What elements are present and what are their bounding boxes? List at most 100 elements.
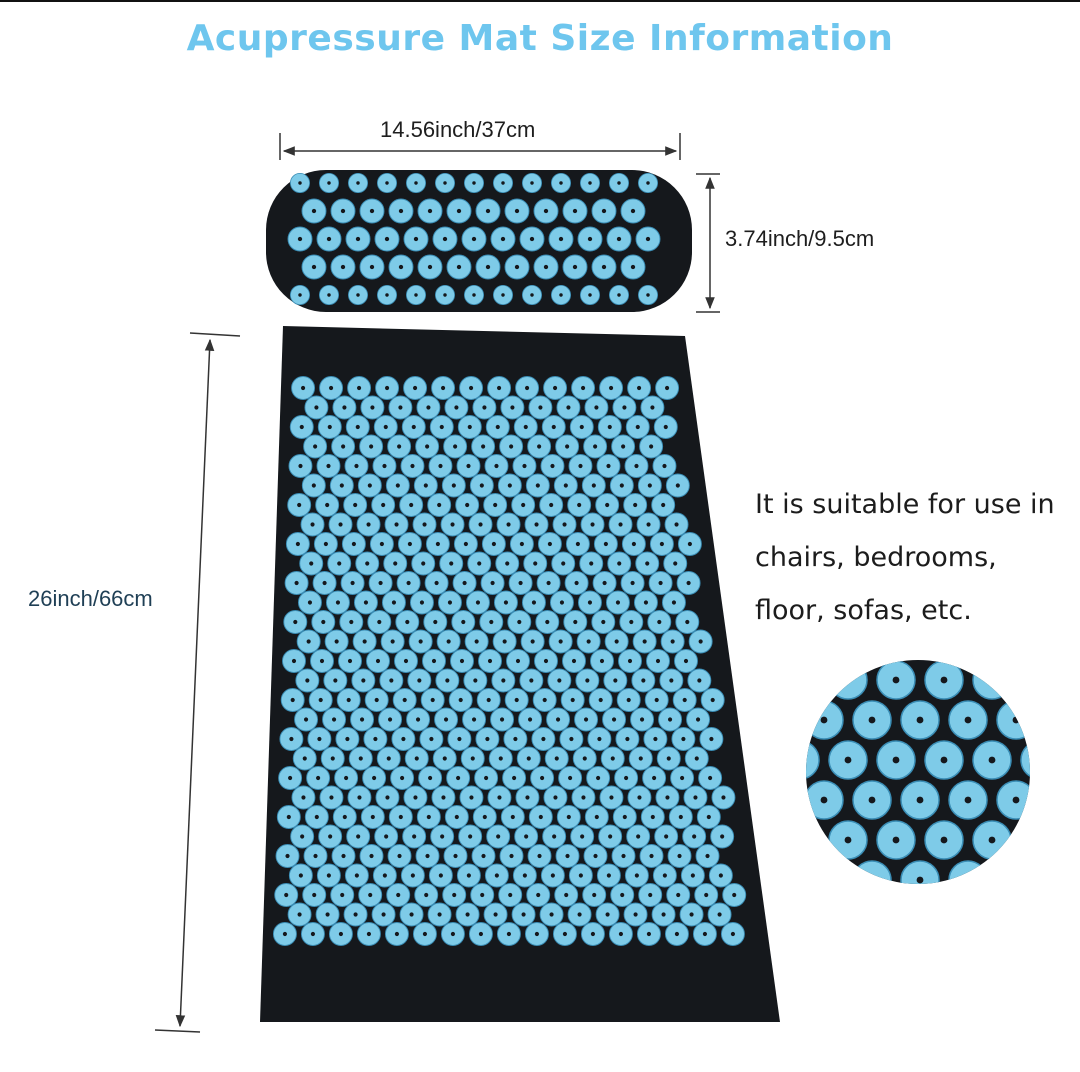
spike-disc — [399, 902, 424, 927]
spike-disc — [446, 198, 472, 224]
spike-disc — [591, 610, 616, 634]
spike-disc — [362, 766, 387, 790]
spike-disc — [356, 512, 381, 537]
spike-disc — [659, 668, 684, 693]
spike-disc — [694, 883, 719, 907]
spike-disc — [444, 395, 469, 420]
spike-disc — [469, 473, 494, 498]
spike-disc — [324, 629, 349, 654]
spike-disc — [331, 434, 356, 459]
spike-disc — [670, 766, 695, 790]
height-dimension — [696, 173, 720, 313]
spike-disc — [556, 805, 581, 829]
spike-disc — [443, 844, 468, 868]
spike-disc — [948, 860, 988, 884]
usage-line: chairs, bedrooms, — [755, 542, 997, 573]
spike-disc — [455, 493, 480, 517]
spike-disc — [586, 766, 611, 790]
spike-disc — [381, 590, 406, 615]
spike-disc — [540, 454, 565, 478]
spike-disc — [616, 688, 641, 712]
spike-disc — [334, 766, 359, 790]
spike-disc — [496, 922, 521, 946]
spike-disc — [972, 820, 1012, 860]
spike-disc — [626, 824, 651, 849]
spike-disc — [619, 610, 644, 634]
spike-disc — [549, 590, 574, 615]
spike-disc — [358, 883, 383, 907]
spike-disc — [539, 902, 564, 927]
spike-disc — [371, 493, 396, 517]
spike-disc — [276, 805, 301, 829]
spike-disc — [647, 610, 672, 634]
spike-disc — [288, 863, 313, 888]
spike-disc — [359, 844, 384, 868]
spike-disc — [319, 785, 344, 810]
spike-disc — [307, 727, 332, 751]
spike-disc — [608, 512, 633, 537]
spike-disc — [806, 780, 844, 820]
spike-disc — [541, 415, 566, 439]
spike-disc — [565, 532, 590, 556]
spike-disc — [285, 532, 310, 556]
spike-disc — [556, 395, 581, 420]
spike-disc — [579, 551, 604, 576]
spike-disc — [428, 454, 453, 478]
spike-disc — [348, 746, 373, 771]
spike-disc — [411, 551, 436, 576]
spike-disc — [351, 668, 376, 693]
spike-disc — [405, 172, 426, 193]
page-title: Acupressure Mat Size Information — [186, 18, 894, 59]
spike-disc — [300, 512, 325, 537]
spike-disc — [523, 551, 548, 576]
spike-disc — [620, 571, 645, 595]
spike-disc — [330, 254, 356, 280]
spike-disc — [481, 532, 506, 556]
spike-disc — [400, 863, 425, 888]
spike-disc — [638, 284, 659, 305]
spike-disc — [544, 746, 569, 771]
spike-disc — [415, 434, 440, 459]
spike-disc — [302, 883, 327, 907]
spike-disc — [315, 493, 340, 517]
spike-disc — [386, 883, 411, 907]
spike-disc — [495, 551, 520, 576]
spike-disc — [480, 571, 505, 595]
usage-description: It is suitable for use in chairs, bedroo… — [755, 478, 1075, 637]
spike-disc — [344, 863, 369, 888]
spike-disc — [828, 660, 868, 700]
spike-disc — [527, 844, 552, 868]
spike-disc — [345, 226, 371, 252]
spike-disc — [372, 454, 397, 478]
spike-disc — [283, 610, 308, 634]
spike-disc — [623, 902, 648, 927]
spike-disc — [475, 254, 501, 280]
spike-disc — [648, 571, 673, 595]
spike-disc — [996, 860, 1030, 884]
spike-disc — [584, 805, 609, 829]
spike-disc — [318, 172, 339, 193]
spike-disc — [806, 860, 844, 884]
spike-disc — [434, 707, 459, 732]
spike-disc — [722, 883, 747, 907]
acupressure-mat — [260, 326, 780, 1022]
spike-disc — [304, 395, 329, 420]
spike-disc — [876, 660, 916, 700]
spike-disc — [519, 226, 545, 252]
spike-disc — [312, 571, 337, 595]
spike-disc — [375, 785, 400, 810]
spike-disc — [297, 590, 322, 615]
spike-disc — [316, 863, 341, 888]
spike-disc — [384, 512, 409, 537]
spike-disc — [512, 863, 537, 888]
spike-disc — [562, 254, 588, 280]
spike-disc — [996, 780, 1030, 820]
spike-disc — [876, 740, 916, 780]
spike-disc — [597, 415, 622, 439]
spike-disc — [710, 824, 735, 849]
spike-disc — [518, 707, 543, 732]
spike-disc — [423, 610, 448, 634]
spike-disc — [484, 454, 509, 478]
spike-disc — [582, 883, 607, 907]
spike-disc — [458, 824, 483, 849]
